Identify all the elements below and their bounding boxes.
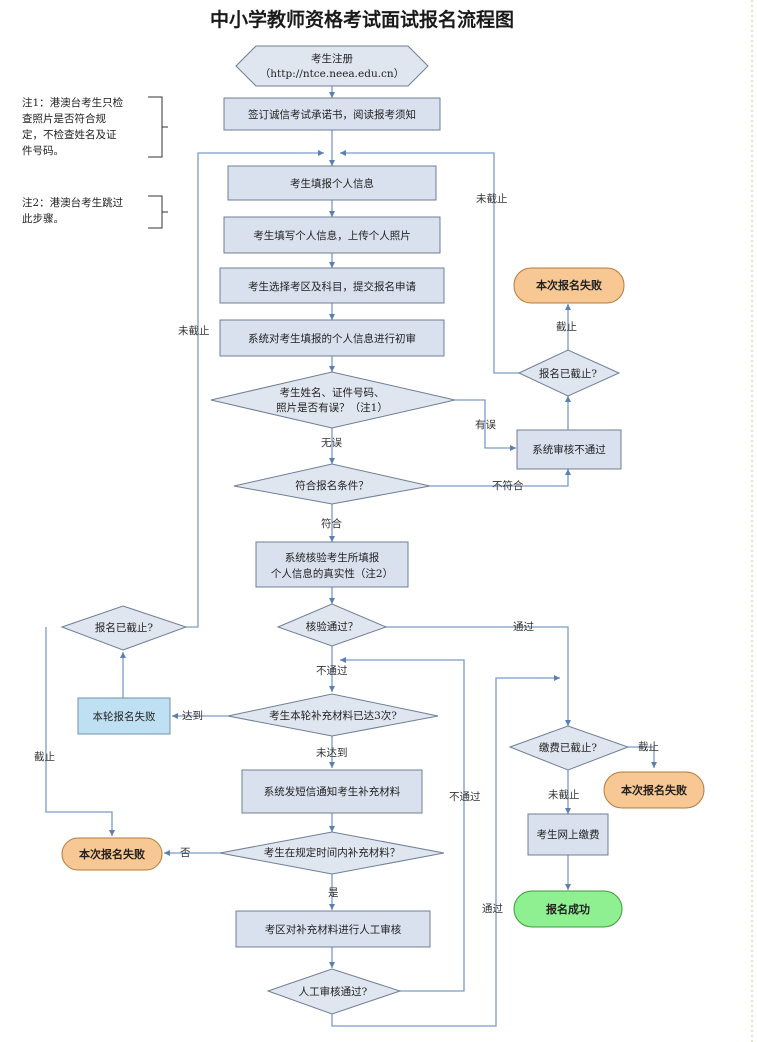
edge-label-not-deadline-left: 未截止 [178, 324, 210, 337]
node-fail-right-text: 本次报名失败 [621, 783, 687, 797]
edge-label-not-meet: 不符合 [492, 479, 524, 492]
node-verify-truth-line: 系统核验考生所填报 [285, 551, 380, 564]
edge-label-not-pass-loop: 不通过 [449, 790, 481, 803]
node-supplement-3-text: 考生本轮补充材料已达3次? [269, 709, 397, 722]
edge-label-no: 否 [180, 847, 191, 859]
node-online-payment-text: 考生网上缴费 [537, 828, 600, 841]
node-manual-pass: 人工审核通过? [266, 968, 402, 1015]
edge-label-reached: 达到 [182, 710, 203, 722]
node-verify-pass-text: 核验通过？ [306, 620, 359, 633]
node-deadline-left-text: 报名已截止? [95, 621, 153, 634]
edge-label-pass-bottom: 通过 [482, 902, 503, 915]
node-register-line: 考生注册 [311, 52, 353, 65]
edge-label-not-deadline-pay: 未截止 [548, 788, 580, 801]
node-manual-review: 考区对补充材料进行人工审核 [235, 910, 431, 948]
note-1-line: 注1：港澳台考生只检 [22, 96, 124, 109]
node-supplement-in-time: 考生在规定时间内补充材料？ [219, 831, 445, 875]
node-round-fail-text: 本轮报名失败 [93, 710, 156, 723]
edge-label-no-error: 无误 [321, 437, 342, 449]
node-sms-notify-text: 系统发短信通知考生补充材料 [264, 785, 401, 798]
edge-label-not-reached: 未达到 [316, 747, 348, 759]
node-fill-upload-text: 考生填写个人信息，上传个人照片 [253, 229, 411, 242]
node-register-line: （http://ntce.neea.edu.cn） [260, 68, 404, 80]
node-sign-promise: 签订诚信考试承诺书，阅读报考须知 [223, 97, 441, 131]
page-title: 中小学教师资格考试面试报名流程图 [210, 8, 514, 31]
node-success-text: 报名成功 [546, 902, 590, 916]
node-verify-truth-line: 个人信息的真实性（注2） [271, 567, 393, 580]
node-verify-pass: 核验通过？ [276, 603, 388, 647]
node-success: 报名成功 [513, 890, 623, 928]
edge-label-not-deadline-top: 未截止 [476, 192, 508, 205]
node-sms-notify: 系统发短信通知考生补充材料 [241, 769, 423, 814]
node-supplement-3: 考生本轮补充材料已达3次? [227, 693, 439, 737]
node-select-area: 考生选择考区及科目，提交报名申请 [219, 267, 445, 304]
note-2-line: 此步骤。 [22, 212, 64, 225]
edge-label-deadline-top: 截止 [556, 320, 577, 333]
node-deadline-left: 报名已截止? [60, 605, 188, 651]
node-deadline-right: 报名已截止? [517, 349, 621, 397]
note-1-line: 查照片是否符合规 [22, 112, 106, 125]
note-1-line: 定，不检查姓名及证 [22, 128, 117, 141]
note-1: 注1：港澳台考生只检 查照片是否符合规 定，不检查姓名及证 件号码。 [22, 96, 168, 158]
edge-label-has-error: 有误 [475, 418, 496, 431]
node-meets-conditions: 符合报名条件？ [233, 463, 431, 505]
edge-label-deadline-pay: 截止 [638, 740, 659, 753]
node-online-payment: 考生网上缴费 [527, 813, 609, 856]
node-verify-truth: 系统核验考生所填报 个人信息的真实性（注2） [255, 541, 409, 588]
node-deadline-right-text: 报名已截止? [539, 367, 597, 380]
node-round-fail: 本轮报名失败 [77, 697, 171, 735]
node-register: 考生注册 （http://ntce.neea.edu.cn） [235, 45, 429, 87]
note-2-line: 注2：港澳台考生跳过 [22, 196, 124, 209]
node-system-fail-text: 系统审核不通过 [532, 443, 606, 456]
node-fail-top-text: 本次报名失败 [536, 278, 602, 292]
note-1-line: 件号码。 [22, 145, 64, 157]
node-sign-promise-text: 签订诚信考试承诺书，阅读报考须知 [248, 108, 416, 121]
edge-label-pass: 通过 [513, 620, 534, 633]
node-manual-pass-text: 人工审核通过? [299, 985, 368, 998]
connectors [45, 86, 657, 1027]
node-initial-review: 系统对考生填报的个人信息进行初审 [219, 319, 445, 357]
node-manual-review-text: 考区对补充材料进行人工审核 [265, 923, 402, 936]
node-fail-left: 本次报名失败 [61, 837, 163, 871]
node-fail-right: 本次报名失败 [603, 771, 705, 809]
node-select-area-text: 考生选择考区及科目，提交报名申请 [248, 280, 416, 293]
node-fill-info-text: 考生填报个人信息 [290, 177, 374, 190]
node-fail-top: 本次报名失败 [513, 267, 625, 304]
node-fill-upload: 考生填写个人信息，上传个人照片 [223, 216, 441, 254]
node-supplement-in-time-text: 考生在规定时间内补充材料？ [264, 846, 401, 859]
node-payment-deadline-text: 缴费已截止? [539, 741, 597, 754]
node-meets-conditions-text: 符合报名条件？ [295, 479, 369, 492]
node-check-info-line: 考生姓名、证件号码、 [280, 386, 385, 399]
edge-label-not-pass: 不通过 [316, 664, 348, 677]
node-check-info-line: 照片是否有误？（注1） [276, 401, 388, 414]
node-check-info: 考生姓名、证件号码、 照片是否有误？（注1） [210, 371, 456, 429]
node-initial-review-text: 系统对考生填报的个人信息进行初审 [248, 332, 416, 345]
edge-labels: 未截止 截止 有误 无误 不符合 符合 通过 不通过 达到 未达到 不通过 否 … [34, 192, 659, 915]
node-system-fail: 系统审核不通过 [516, 429, 622, 470]
edge-label-meet: 符合 [321, 517, 342, 530]
note-2: 注2：港澳台考生跳过 此步骤。 [22, 195, 168, 229]
node-fail-left-text: 本次报名失败 [79, 847, 145, 861]
node-payment-deadline: 缴费已截止? [508, 725, 630, 771]
edge-label-yes: 是 [328, 887, 339, 899]
edge-label-deadline-left: 截止 [34, 750, 55, 763]
node-fill-info: 考生填报个人信息 [227, 165, 437, 201]
